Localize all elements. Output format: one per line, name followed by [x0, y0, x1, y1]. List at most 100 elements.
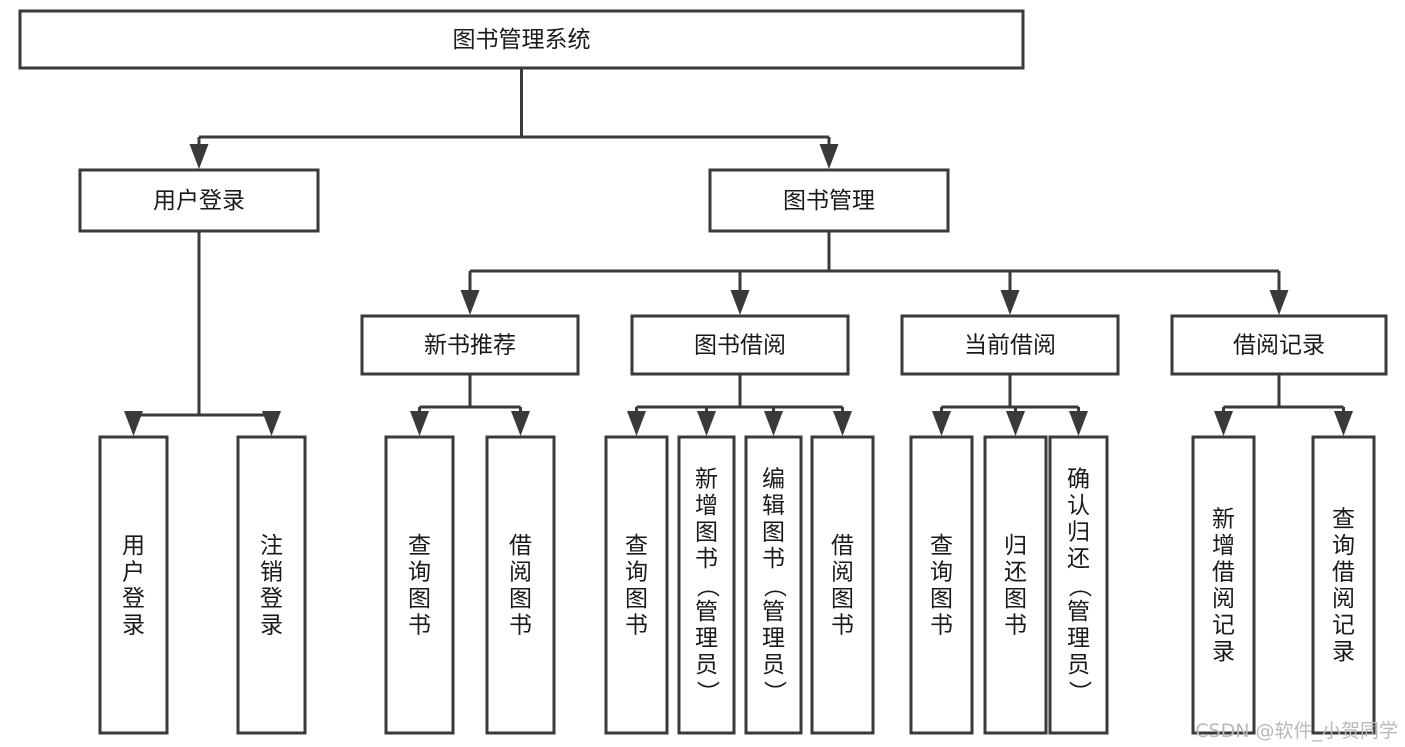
node-new-book-rec[interactable]: 新书推荐 — [360, 314, 580, 376]
node-label-char: 确 — [1067, 467, 1090, 493]
arrow-head-icon — [819, 144, 839, 169]
node-label-char: 借 — [1332, 559, 1355, 585]
node-box — [1191, 435, 1256, 735]
connector-layer — [124, 68, 1353, 436]
node-leaf-user-login[interactable]: 用户登录 — [98, 435, 169, 735]
node-root[interactable]: 图书管理系统 — [18, 9, 1025, 70]
node-label-char: 图 — [509, 586, 532, 612]
node-box — [708, 168, 950, 233]
node-label-char: 还 — [1067, 546, 1090, 572]
node-label-char: 录 — [122, 612, 145, 638]
node-label-char: 认 — [1067, 493, 1090, 519]
node-borrow-record[interactable]: 借阅记录 — [1170, 314, 1388, 376]
node-box — [1170, 314, 1388, 376]
csdn-watermark: CSDN @软件_小贺同学 — [1195, 720, 1398, 742]
arrow-head-icon — [189, 144, 209, 169]
node-label-char: 借 — [831, 533, 854, 559]
node-label-char: 借 — [509, 533, 532, 559]
node-label: 图书管理系统 — [453, 27, 591, 53]
node-label-char: 新 — [1212, 506, 1235, 532]
node-label-char: 注 — [260, 533, 283, 559]
node-box — [900, 314, 1120, 376]
node-label: 图书管理 — [783, 188, 875, 214]
node-box — [1048, 435, 1109, 735]
node-label-char: 书 — [625, 612, 648, 638]
node-label-char: 图 — [695, 520, 718, 546]
node-label-char: 书 — [1004, 612, 1027, 638]
node-label-char: 管 — [695, 599, 718, 625]
node-label-char: 理 — [762, 626, 785, 652]
node-label-char: 书 — [509, 612, 532, 638]
node-box — [236, 435, 307, 735]
node-label-char: 阅 — [1212, 586, 1235, 612]
arrow-head-icon — [1334, 411, 1353, 436]
node-layer: 图书管理系统用户登录图书管理新书推荐图书借阅当前借阅借阅记录用户登录注销登录查询… — [18, 9, 1388, 735]
node-label-char: 书 — [831, 612, 854, 638]
node-label: 新书推荐 — [424, 333, 516, 359]
node-label-char: 图 — [762, 520, 785, 546]
node-label-char: 书 — [408, 612, 431, 638]
node-label-char: （ — [1066, 575, 1092, 598]
node-label-char: 记 — [1332, 612, 1355, 638]
arrow-head-icon — [833, 411, 852, 436]
node-box — [909, 435, 974, 735]
node-label-char: 登 — [122, 586, 145, 612]
arrow-head-icon — [932, 411, 951, 436]
node-box — [810, 435, 875, 735]
arrow-head-icon — [410, 411, 429, 436]
node-label-char: 图 — [930, 586, 953, 612]
node-box — [360, 314, 580, 376]
node-box — [18, 9, 1025, 70]
node-label-char: （ — [761, 575, 787, 598]
node-label-char: 理 — [695, 626, 718, 652]
arrow-head-icon — [627, 411, 646, 436]
node-user-login[interactable]: 用户登录 — [78, 168, 320, 233]
node-box — [1311, 435, 1376, 735]
arrow-head-icon — [1000, 290, 1020, 315]
node-label-char: 询 — [1332, 533, 1355, 559]
arrow-head-icon — [730, 290, 750, 315]
node-label-char: ） — [1066, 681, 1092, 704]
node-label-char: 管 — [762, 599, 785, 625]
arrow-head-icon — [1069, 411, 1088, 436]
node-book-borrow[interactable]: 图书借阅 — [630, 314, 850, 376]
node-label-char: 录 — [260, 612, 283, 638]
node-label-char: 图 — [625, 586, 648, 612]
node-box — [677, 435, 736, 735]
node-label-char: 户 — [122, 559, 145, 585]
node-box — [604, 435, 669, 735]
node-label-char: 归 — [1004, 533, 1027, 559]
node-label-char: 查 — [408, 533, 431, 559]
node-current-borrow[interactable]: 当前借阅 — [900, 314, 1120, 376]
node-label-char: 录 — [1212, 639, 1235, 665]
node-label-char: 用 — [122, 533, 145, 559]
node-label-char: 记 — [1212, 612, 1235, 638]
node-label-char: 阅 — [509, 559, 532, 585]
node-label-char: 查 — [930, 533, 953, 559]
node-label-char: 书 — [762, 546, 785, 572]
node-box — [744, 435, 803, 735]
arrow-head-icon — [124, 411, 143, 436]
node-label-char: 归 — [1067, 520, 1090, 546]
node-label-char: 询 — [408, 559, 431, 585]
node-label: 当前借阅 — [964, 333, 1056, 359]
node-book-manage[interactable]: 图书管理 — [708, 168, 950, 233]
node-label-char: 增 — [695, 493, 718, 519]
arrow-head-icon — [1269, 290, 1289, 315]
node-label-char: 增 — [1212, 533, 1235, 559]
node-label-char: 登 — [260, 586, 283, 612]
